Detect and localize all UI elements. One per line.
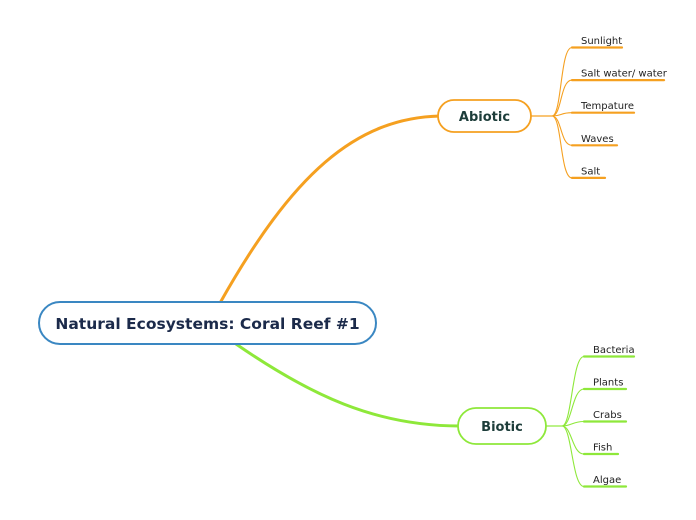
leaf-waves[interactable]: Waves <box>570 134 619 147</box>
leaf-label: Sunlight <box>581 36 622 47</box>
leaf-label: Plants <box>593 378 623 389</box>
biotic-child-connector <box>561 355 585 427</box>
abiotic-child-connector <box>551 115 573 179</box>
abiotic-child-connector <box>551 115 573 146</box>
abiotic-child-connectors <box>531 46 573 179</box>
leaf-label: Salt water/ water <box>581 69 668 80</box>
biotic-child-connectors <box>546 355 585 488</box>
leaf-label: Salt <box>581 166 600 177</box>
leaf-label: Algae <box>593 475 621 486</box>
leaf-tempature[interactable]: Tempature <box>570 101 636 114</box>
abiotic-child-connector <box>551 79 573 117</box>
connector-biotic <box>234 342 462 428</box>
connector-abiotic <box>218 114 442 305</box>
biotic-child-connector <box>561 388 585 427</box>
leaf-crabs[interactable]: Crabs <box>582 410 628 423</box>
leaf-label: Crabs <box>593 410 622 421</box>
leaf-fish[interactable]: Fish <box>582 443 620 456</box>
leaf-plants[interactable]: Plants <box>582 378 628 391</box>
leaf-label: Fish <box>593 443 612 454</box>
abiotic-child-connector <box>551 112 573 117</box>
central-topic-box <box>38 301 377 345</box>
central-topic-label: Natural Ecosystems: Coral Reef #1 <box>55 315 359 333</box>
leaf-label: Waves <box>581 134 614 145</box>
leaf-bacteria[interactable]: Bacteria <box>582 345 636 358</box>
leaf-algae[interactable]: Algae <box>582 475 628 488</box>
leaf-label: Tempature <box>580 101 634 112</box>
biotic-child-connector <box>561 425 585 455</box>
leaf-salt-water-water[interactable]: Salt water/ water <box>570 69 668 82</box>
central-topic[interactable]: Natural Ecosystems: Coral Reef #1 <box>38 301 377 345</box>
leaf-label: Bacteria <box>593 345 635 356</box>
biotic-child-connector <box>561 420 585 427</box>
branch-biotic-label: Biotic <box>481 420 523 435</box>
leaf-salt[interactable]: Salt <box>570 166 607 179</box>
biotic-child-connector <box>561 425 585 488</box>
leaf-sunlight[interactable]: Sunlight <box>570 36 624 49</box>
abiotic-child-connector <box>551 46 573 117</box>
branch-abiotic-label: Abiotic <box>459 110 510 125</box>
